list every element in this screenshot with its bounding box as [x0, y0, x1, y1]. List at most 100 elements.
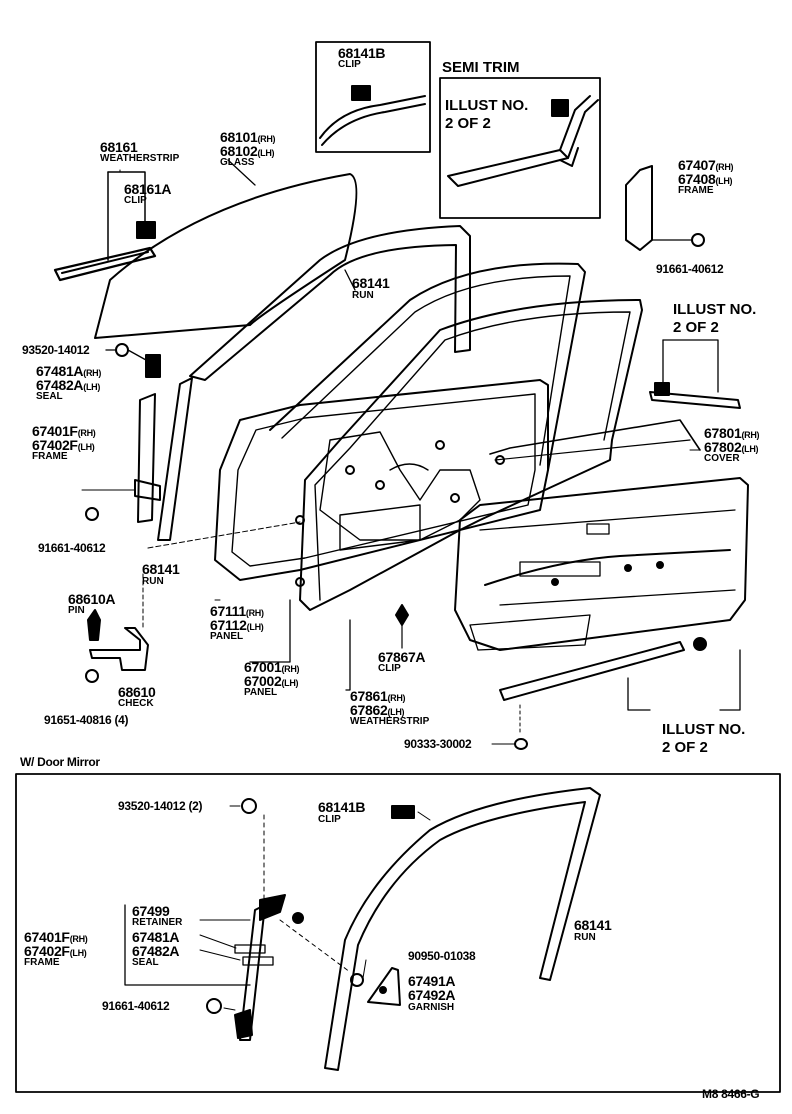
caption-clip-68161a: CLIP — [124, 195, 147, 206]
caption-panel-2: PANEL — [244, 687, 278, 698]
label-67407: 67407(RH) — [678, 157, 734, 173]
mirror-caption-garnish: GARNISH — [408, 1002, 455, 1013]
label-91661-right: 91661-40612 — [656, 262, 724, 276]
mirror-label-68141b: 68141B — [318, 799, 366, 815]
caption-frame-right: FRAME — [678, 185, 714, 196]
mirror-label-90950: 90950-01038 — [408, 949, 476, 963]
mirror-label-68141: 68141 — [574, 917, 612, 933]
label-68610a: 68610A — [68, 591, 116, 607]
clip-67867a-icon — [395, 604, 409, 626]
label-93520: 93520-14012 — [22, 343, 90, 357]
caption-run-left: RUN — [142, 576, 164, 587]
mirror-frame-icon — [239, 904, 266, 1041]
label-68161: 68161 — [100, 139, 138, 155]
label-67408: 67408(LH) — [678, 171, 733, 187]
illust-2of2-semi: 2 OF 2 — [445, 115, 491, 132]
label-67401f: 67401F(RH) — [32, 423, 96, 439]
label-68102: 68102(LH) — [220, 143, 275, 159]
label-67481a: 67481A(RH) — [36, 363, 102, 379]
label-91651: 91651-40816 (4) — [44, 713, 129, 727]
caption-weatherstrip-door: WEATHERSTRIP — [350, 716, 430, 727]
bolt-91651-icon — [85, 669, 99, 683]
label-68141-run: 68141 — [352, 275, 390, 291]
clip-68161a-icon — [136, 221, 156, 239]
mirror-caption-run: RUN — [574, 932, 596, 943]
label-68141-left: 68141 — [142, 561, 180, 577]
illust-no-bottom: ILLUST NO. — [662, 721, 746, 738]
mirror-section-title: W/ Door Mirror — [20, 755, 100, 769]
illust-2of2-bottom: 2 OF 2 — [662, 739, 708, 756]
screw-93520-icon — [115, 343, 129, 357]
caption-cover: COVER — [704, 453, 740, 464]
bottom-weatherstrip — [499, 641, 685, 701]
label-68141b-top: 68141B — [338, 45, 386, 61]
caption-clip-mid: CLIP — [378, 663, 401, 674]
illust-no-right: ILLUST NO. — [673, 301, 757, 318]
label-67001: 67001(RH) — [244, 659, 300, 675]
door-glass — [94, 173, 358, 339]
label-67861: 67861(RH) — [350, 688, 406, 704]
weatherstrip-68161 — [53, 246, 157, 282]
mirror-label-67402f: 67402F(LH) — [24, 943, 87, 959]
mirror-caption-retainer: RETAINER — [132, 917, 183, 928]
seal-67481a-icon — [145, 354, 161, 378]
semi-trim-heading: SEMI TRIM — [442, 59, 520, 76]
label-67862: 67862(LH) — [350, 702, 405, 718]
clip-68141b-icon — [351, 85, 371, 101]
mirror-label-67482a: 67482A — [132, 943, 180, 959]
mirror-screw-icon — [241, 798, 257, 814]
label-90333: 90333-30002 — [404, 737, 472, 751]
run-68141-left-icon — [157, 377, 193, 541]
illust-no-semi: ILLUST NO. — [445, 97, 529, 114]
door-trim-board — [454, 477, 749, 651]
label-67112: 67112(LH) — [210, 617, 264, 633]
mirror-label-67401f: 67401F(RH) — [24, 929, 88, 945]
garnish-67491a-icon — [367, 967, 401, 1006]
caption-run: RUN — [352, 290, 374, 301]
label-67002: 67002(LH) — [244, 673, 299, 689]
caption-panel-1: PANEL — [210, 631, 244, 642]
label-67111: 67111(RH) — [210, 603, 264, 619]
illust-2of2-right: 2 OF 2 — [673, 319, 719, 336]
mirror-label-67492a: 67492A — [408, 987, 456, 1003]
caption-check: CHECK — [118, 698, 154, 709]
mirror-label-93520: 93520-14012 (2) — [118, 799, 203, 813]
label-91661-left: 91661-40612 — [38, 541, 106, 555]
caption-seal: SEAL — [36, 391, 63, 402]
mirror-caption-seal: SEAL — [132, 957, 159, 968]
diagram-code: M8 8466-G — [702, 1087, 760, 1101]
label-67867a: 67867A — [378, 649, 426, 665]
label-67402f: 67402F(LH) — [32, 437, 95, 453]
caption-weatherstrip: WEATHERSTRIP — [100, 153, 180, 164]
glass-run-68141 — [189, 225, 471, 381]
mirror-label-91661: 91661-40612 — [102, 999, 170, 1013]
mirror-label-67481a: 67481A — [132, 929, 180, 945]
semi-trim-inset-box — [439, 77, 601, 219]
caption-glass: GLASS — [220, 157, 255, 168]
caption-frame-left: FRAME — [32, 451, 68, 462]
mirror-label-67491a: 67491A — [408, 973, 456, 989]
mirror-run-68141 — [324, 787, 601, 1071]
label-67482a: 67482A(LH) — [36, 377, 101, 393]
semi-trim-clip-icon — [551, 99, 569, 117]
frame-67401f-icon — [137, 393, 156, 523]
check-68610-icon — [89, 627, 149, 671]
caption-clip-top: CLIP — [338, 59, 361, 70]
door-weatherstrip-67861 — [299, 299, 643, 611]
clip-inset-box — [315, 41, 431, 153]
door-window-frame — [269, 262, 586, 471]
label-67802: 67802(LH) — [704, 439, 759, 455]
label-68101: 68101(RH) — [220, 129, 276, 145]
label-68161a: 68161A — [124, 181, 172, 197]
mirror-caption-frame: FRAME — [24, 957, 60, 968]
screw-91661-icon — [691, 233, 705, 247]
pin-68610a-icon — [87, 609, 101, 641]
label-67801: 67801(RH) — [704, 425, 760, 441]
mirror-caption-clip: CLIP — [318, 814, 341, 825]
screw-91661-left-icon — [85, 507, 99, 521]
plug-90333-icon — [514, 738, 528, 750]
caption-pin: PIN — [68, 605, 85, 616]
frame-67407-icon — [625, 165, 653, 251]
label-68610: 68610 — [118, 684, 156, 700]
